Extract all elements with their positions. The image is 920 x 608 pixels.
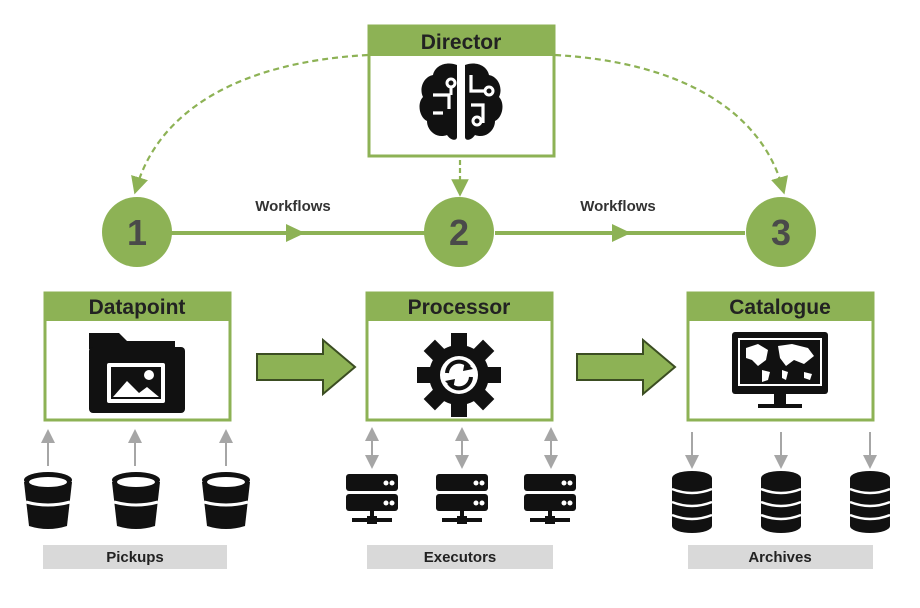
server-network-icon [524,474,576,524]
processor-title: Processor [408,296,511,319]
workflow-arrowhead-2-3 [612,224,631,242]
pickup-arrows [41,429,233,466]
bucket-icon [202,472,250,529]
brain-circuit-icon [419,63,503,140]
workflow-label-1: Workflows [255,198,331,215]
step-number-1: 1 [127,212,147,253]
bucket-icon [24,472,72,529]
workflow-label-2: Workflows [580,198,656,215]
catalogue-box: Catalogue [686,291,875,422]
director-title: Director [421,31,502,54]
folder-image-icon [89,333,185,413]
workflow-arrowhead-1-2 [286,224,305,242]
executor-arrows [365,427,558,469]
database-icon [849,471,891,533]
archives-label: Archives [748,549,811,566]
director-arc-to-step-3 [554,53,788,195]
step-number-3: 3 [771,212,791,253]
pickups-label: Pickups [106,549,164,566]
executors-label-bar: Executors [367,545,553,569]
bucket-icon [112,472,160,529]
processor-box: Processor [365,291,554,422]
monitor-world-map-icon [732,332,828,408]
server-network-icon [436,474,488,524]
archive-arrows [685,432,877,469]
catalogue-title: Catalogue [729,296,831,319]
pickups-label-bar: Pickups [43,545,227,569]
gear-sync-icon [417,333,501,417]
flow-arrow-processor-to-catalogue [576,337,677,397]
executors-label: Executors [424,549,497,566]
step-circle-2: 2 [424,197,494,267]
flow-arrow-datapoint-to-processor [256,337,357,397]
datapoint-box: Datapoint [43,291,232,422]
step-number-2: 2 [449,212,469,253]
step-circle-3: 3 [746,197,816,267]
archives-label-bar: Archives [688,545,873,569]
database-icon [671,471,713,533]
server-network-icon [346,474,398,524]
database-icon [760,471,802,533]
step-circle-1: 1 [102,197,172,267]
director-arc-to-step-1 [131,53,369,195]
datapoint-title: Datapoint [89,296,186,319]
director-box: Director [367,24,556,158]
